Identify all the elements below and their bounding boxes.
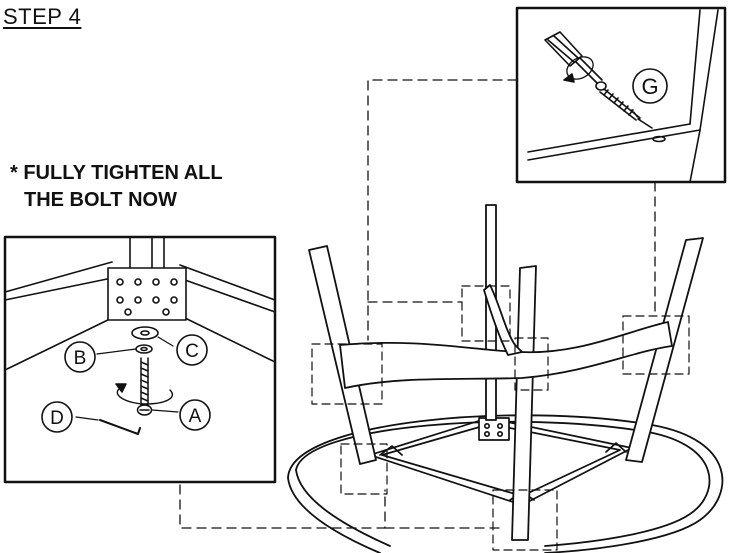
label-a: A xyxy=(189,406,202,427)
detail-screw-g xyxy=(515,6,727,184)
label-c-circle xyxy=(176,334,208,366)
label-d-circle xyxy=(41,401,73,433)
callout-boxes xyxy=(311,285,690,551)
tighten-note-line-1: * FULLY TIGHTEN ALL xyxy=(10,162,223,184)
label-c: C xyxy=(185,341,199,362)
tighten-note-line-2: THE BOLT NOW xyxy=(24,189,177,211)
table-top xyxy=(287,414,724,553)
label-b: B xyxy=(74,348,87,369)
apron-frame xyxy=(369,417,633,516)
label-b-circle xyxy=(64,341,96,373)
detail-bolt-assembly xyxy=(3,235,277,484)
label-a-circle xyxy=(179,399,211,431)
cross-rails xyxy=(339,284,673,389)
step-title: STEP 4 xyxy=(3,4,82,29)
tighten-note: * FULLY TIGHTEN ALL THE BOLT NOW xyxy=(10,160,223,214)
label-g-circle xyxy=(632,68,668,104)
label-d: D xyxy=(50,408,64,429)
leader-lines xyxy=(179,79,656,529)
label-g: G xyxy=(641,74,658,99)
